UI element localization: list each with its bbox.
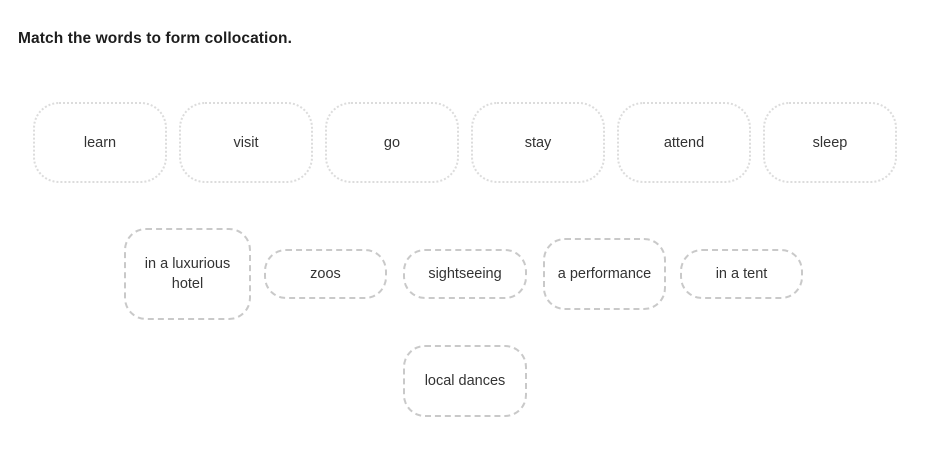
prompt-word-label: attend [663,134,705,151]
prompt-word-tile[interactable]: sleep [763,102,897,183]
prompt-word-tile[interactable]: attend [617,102,751,183]
prompt-word-tile[interactable]: stay [471,102,605,183]
answer-chunk-label: local dances [424,373,506,389]
answer-chunk-label: zoos [310,266,341,282]
prompt-word-tile[interactable]: learn [33,102,167,183]
answer-chunk-tile[interactable]: in a luxurious hotel [124,228,251,320]
prompt-word-label: learn [83,134,117,151]
prompt-word-tile[interactable]: visit [179,102,313,183]
prompt-word-label: sleep [812,134,848,151]
answer-chunk-label: a performance [557,266,652,282]
answer-chunk-tile[interactable]: in a tent [680,249,803,299]
answer-chunk-label: in a tent [715,266,768,282]
answer-chunk-tile[interactable]: a performance [543,238,666,310]
page-title: Match the words to form collocation. [18,30,293,47]
answer-chunk-label: in a luxurious hotel [144,256,231,292]
prompt-word-label: stay [524,134,552,151]
prompt-word-tile[interactable]: go [325,102,459,183]
prompt-word-label: go [383,134,401,151]
answer-chunk-tile[interactable]: zoos [264,249,387,299]
answer-chunk-label: sightseeing [428,266,502,282]
answer-chunk-tile[interactable]: sightseeing [403,249,527,299]
prompt-word-label: visit [233,134,259,151]
answer-chunk-tile[interactable]: local dances [403,345,527,417]
